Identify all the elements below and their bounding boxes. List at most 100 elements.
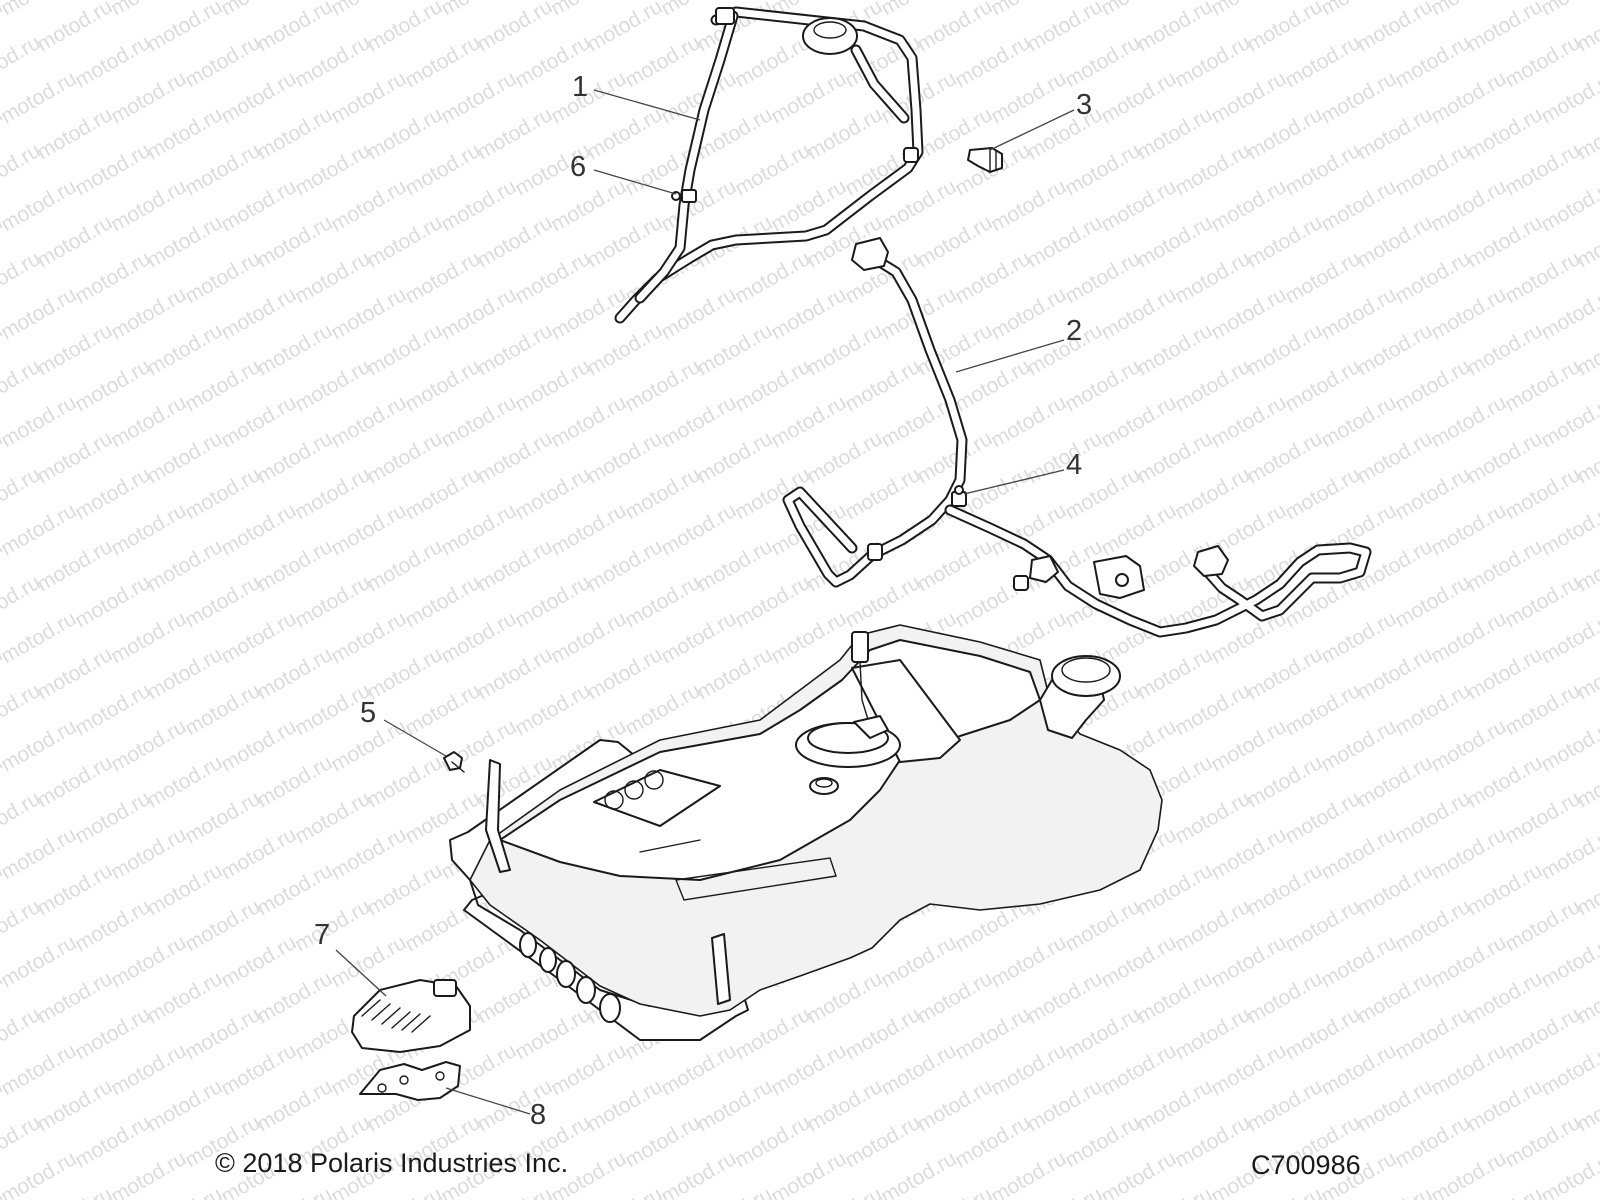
watermark-text: motod.ru	[657, 499, 740, 560]
copyright-notice: © 2018 Polaris Industries Inc.	[215, 1148, 569, 1178]
watermark-text: motod.ru	[363, 0, 446, 56]
watermark-text: motod.ru	[1463, 0, 1546, 56]
watermark-text: motod.ru	[987, 1147, 1070, 1200]
watermark-text: motod.ru	[1061, 895, 1144, 956]
watermark-text: motod.ru	[1061, 1111, 1144, 1172]
watermark-text: motod.ru	[291, 895, 374, 956]
watermark-text: motod.ru	[621, 679, 704, 740]
watermark-text: motod.ru	[0, 715, 80, 776]
watermark-text: motod.ru	[33, 0, 116, 56]
watermark-text: motod.ru	[437, 67, 520, 128]
watermark-text: motod.ru	[473, 535, 556, 596]
watermark-text: motod.ru	[107, 607, 190, 668]
watermark-text: motod.ru	[1171, 1003, 1254, 1064]
watermark-text: motod.ru	[0, 1003, 44, 1064]
watermark-text: motod.ru	[877, 1147, 960, 1200]
watermark-text: motod.ru	[291, 571, 374, 632]
watermark-text: motod.ru	[1501, 1111, 1584, 1172]
watermark-text: motod.ru	[913, 211, 996, 272]
watermark-text: motod.ru	[547, 499, 630, 560]
watermark-text: motod.ru	[253, 0, 336, 56]
watermark-text: motod.ru	[71, 571, 154, 632]
callout-4: 4	[1066, 449, 1082, 481]
watermark-text: motod.ru	[107, 499, 190, 560]
watermark-text: motod.ru	[0, 247, 44, 308]
watermark-text: motod.ru	[401, 679, 484, 740]
watermark-text: motod.ru	[0, 679, 44, 740]
watermark-text: motod.ru	[1463, 319, 1546, 380]
watermark-text: motod.ru	[1171, 787, 1254, 848]
watermark-text: motod.ru	[1171, 679, 1254, 740]
watermark-text: motod.ru	[143, 319, 226, 380]
watermark-text: motod.ru	[217, 607, 300, 668]
watermark-text: motod.ru	[693, 535, 776, 596]
watermark-text: motod.ru	[1391, 787, 1474, 848]
watermark-text: motod.ru	[1171, 247, 1254, 308]
watermark-text: motod.ru	[583, 319, 666, 380]
watermark-text: motod.ru	[33, 427, 116, 488]
watermark-text: motod.ru	[0, 823, 80, 884]
watermark-text: motod.ru	[1243, 427, 1326, 488]
watermark-text: motod.ru	[437, 499, 520, 560]
watermark-text: motod.ru	[1061, 139, 1144, 200]
watermark-text: motod.ru	[0, 1039, 80, 1100]
watermark-text: motod.ru	[253, 427, 336, 488]
watermark-text: motod.ru	[1207, 283, 1290, 344]
callout-leaders	[335, 89, 1075, 1115]
watermark-text: motod.ru	[0, 175, 80, 236]
watermark-text: motod.ru	[1427, 823, 1510, 884]
watermark-text: motod.ru	[1353, 751, 1436, 812]
watermark-text: motod.ru	[1317, 1039, 1400, 1100]
watermark-text: motod.ru	[1501, 247, 1584, 308]
watermark-text: motod.ru	[473, 0, 556, 56]
watermark-text: motod.ru	[1243, 319, 1326, 380]
watermark-text: motod.ru	[1023, 103, 1106, 164]
watermark-text: motod.ru	[473, 643, 556, 704]
watermark-text: motod.ru	[33, 967, 116, 1028]
watermark-text: motod.ru	[1097, 499, 1180, 560]
watermark-text: motod.ru	[253, 1075, 336, 1136]
watermark-text: motod.ru	[33, 859, 116, 920]
watermark-text: motod.ru	[1061, 1003, 1144, 1064]
watermark-text: motod.ru	[33, 211, 116, 272]
watermark-text: motod.ru	[143, 967, 226, 1028]
watermark-text: motod.ru	[583, 427, 666, 488]
watermark-text: motod.ru	[731, 139, 814, 200]
watermark-text: motod.ru	[437, 175, 520, 236]
watermark-text: motod.ru	[253, 211, 336, 272]
watermark-text: motod.ru	[1207, 67, 1290, 128]
watermark-text: motod.ru	[1537, 0, 1600, 20]
watermark-text: motod.ru	[473, 967, 556, 1028]
watermark-text: motod.ru	[0, 787, 44, 848]
watermark-text: motod.ru	[657, 1039, 740, 1100]
watermark-text: motod.ru	[71, 31, 154, 92]
watermark-text: motod.ru	[1427, 715, 1510, 776]
watermark-text: motod.ru	[1243, 535, 1326, 596]
watermark-text: motod.ru	[143, 1075, 226, 1136]
watermark-text: motod.ru	[1463, 751, 1546, 812]
watermark-text: motod.ru	[143, 0, 226, 56]
watermark-text: motod.ru	[1391, 679, 1474, 740]
watermark-text: motod.ru	[1427, 499, 1510, 560]
watermark-text: motod.ru	[327, 391, 410, 452]
bolt-part-5	[443, 751, 465, 773]
watermark-text: motod.ru	[1171, 1111, 1254, 1172]
watermark-text: motod.ru	[547, 391, 630, 452]
watermark-text: motod.ru	[731, 355, 814, 416]
watermark-text: motod.ru	[1317, 391, 1400, 452]
watermark-text: motod.ru	[803, 427, 886, 488]
watermark-text: motod.ru	[877, 1039, 960, 1100]
watermark-text: motod.ru	[1353, 211, 1436, 272]
watermark-text: motod.ru	[693, 427, 776, 488]
watermark-text: motod.ru	[1317, 283, 1400, 344]
watermark-text: motod.ru	[987, 67, 1070, 128]
watermark-text: motod.ru	[1171, 463, 1254, 524]
watermark-text: motod.ru	[1243, 643, 1326, 704]
watermark-text: motod.ru	[1353, 319, 1436, 380]
watermark-text: motod.ru	[803, 319, 886, 380]
watermark-text: motod.ru	[1463, 967, 1546, 1028]
callout-2: 2	[1066, 315, 1082, 347]
watermark-text: motod.ru	[1023, 319, 1106, 380]
watermark-text: motod.ru	[913, 535, 996, 596]
watermark-text: motod.ru	[0, 67, 80, 128]
